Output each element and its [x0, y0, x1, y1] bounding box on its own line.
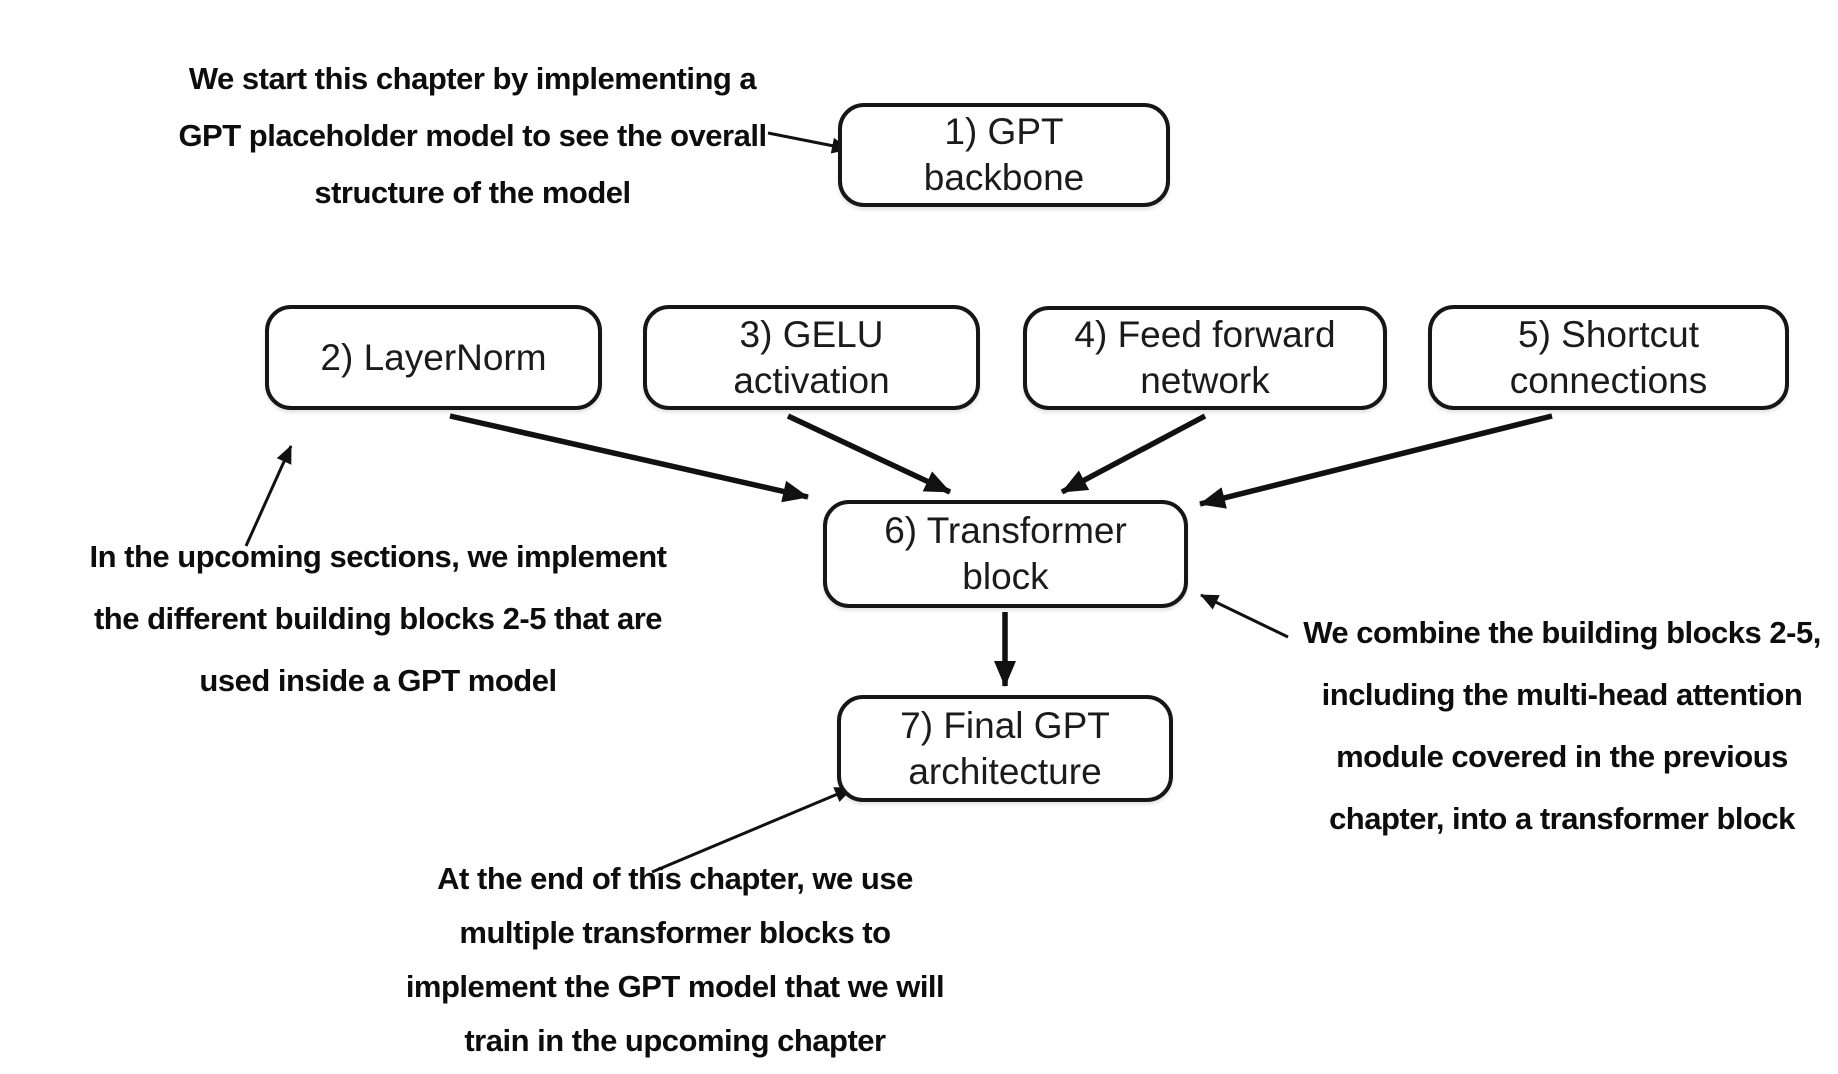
node-feed-forward-network: 4) Feed forward network [1023, 306, 1387, 410]
node-final-gpt-architecture: 7) Final GPT architecture [837, 695, 1173, 802]
annotation-intro: We start this chapter by implementing a … [178, 61, 767, 210]
node-layernorm: 2) LayerNorm [265, 305, 602, 410]
arrow-shortcut-to-transformer-block [1199, 413, 1553, 509]
arrow-combine-note-to-transformer-block [1200, 593, 1289, 639]
arrow-gelu-to-transformer-block [786, 413, 952, 495]
arrow-building-blocks-to-layernorm [244, 445, 293, 547]
node-gpt-backbone: 1) GPT backbone [838, 103, 1170, 207]
node-gelu-activation: 3) GELU activation [643, 305, 980, 410]
annotation-final-chapter: At the end of this chapter, we use multi… [405, 861, 945, 1058]
annotation-building-blocks: In the upcoming sections, we implement t… [89, 539, 667, 698]
node-shortcut-connections: 5) Shortcut connections [1428, 305, 1789, 410]
arrow-intro-to-gpt-backbone [767, 131, 850, 154]
node-transformer-block: 6) Transformer block [823, 500, 1188, 608]
arrow-feed-forward-to-transformer-block [1060, 413, 1207, 495]
arrow-final-note-to-final-gpt [651, 786, 853, 874]
arrow-layernorm-to-transformer-block [449, 413, 809, 503]
annotation-combine-blocks: We combine the building blocks 2-5, incl… [1303, 615, 1821, 836]
